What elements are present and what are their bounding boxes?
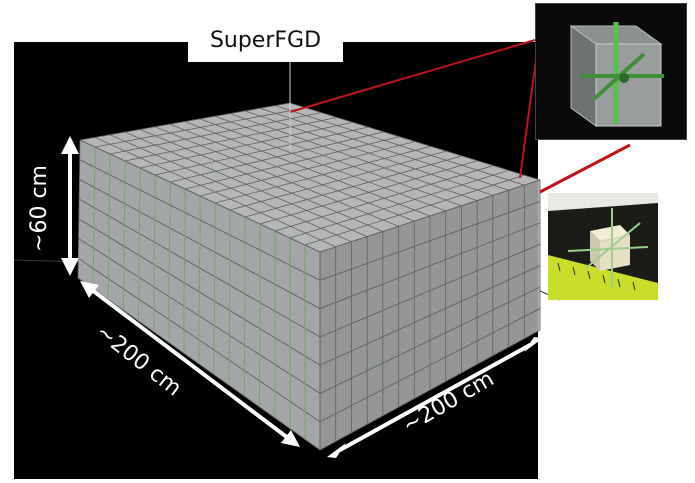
height-label: ~60 cm — [27, 165, 52, 252]
detector-title: SuperFGD — [188, 18, 343, 62]
cube-render-inset — [535, 3, 687, 140]
cube-photo-image — [548, 193, 658, 300]
zoom-line-bottom — [540, 145, 630, 192]
cube-render-image — [536, 4, 686, 139]
cube-photo-inset — [548, 193, 658, 300]
